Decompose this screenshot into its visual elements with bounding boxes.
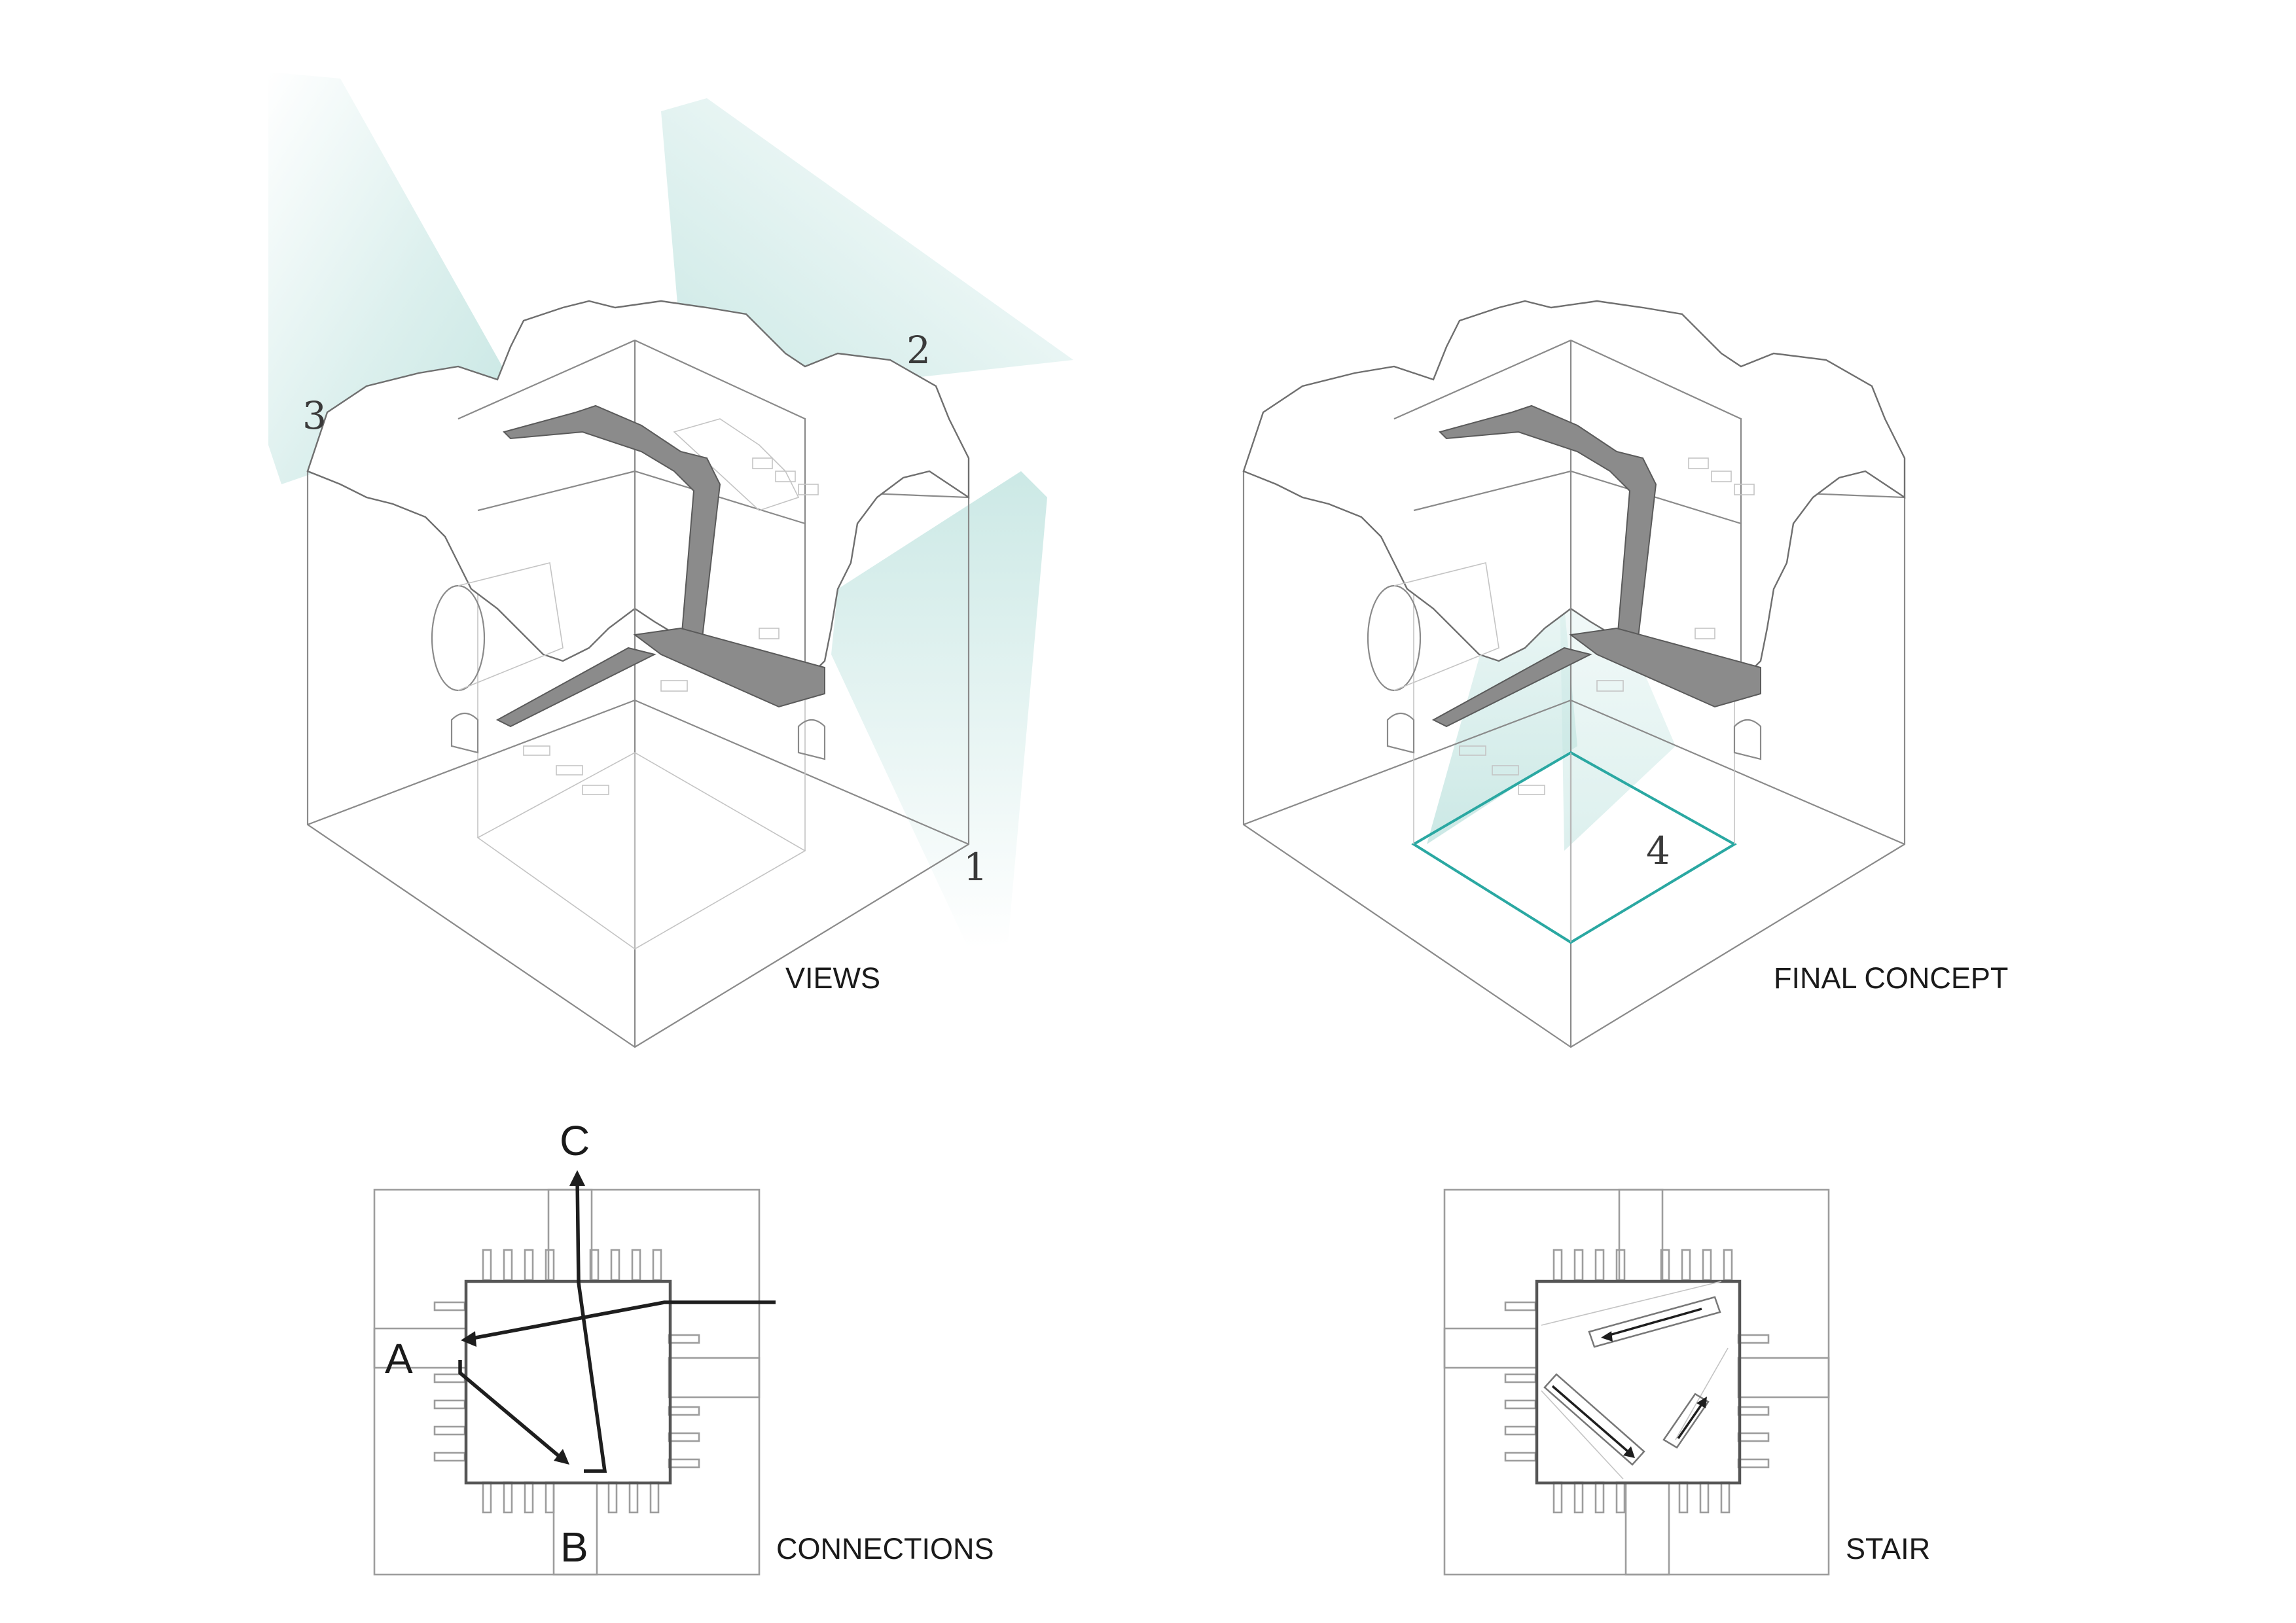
view-number-1: 1 bbox=[963, 845, 988, 889]
connections-plan: A B C CONNECTIONS bbox=[373, 1117, 994, 1576]
arrow-b bbox=[554, 1449, 569, 1465]
path-to-c bbox=[575, 1177, 607, 1473]
view-number-2: 2 bbox=[906, 328, 931, 372]
views-label: VIEWS bbox=[785, 961, 880, 995]
connection-a: A bbox=[385, 1335, 413, 1382]
stair-label: STAIR bbox=[1846, 1532, 1930, 1565]
final-concept-axonometric: 4 FINAL CONCEPT bbox=[1242, 300, 2008, 1048]
stair-flight-right bbox=[1662, 1393, 1710, 1449]
view-number-4: 4 bbox=[1646, 829, 1670, 873]
path-to-b bbox=[458, 1360, 564, 1461]
connection-c: C bbox=[560, 1117, 590, 1164]
arrow-c bbox=[569, 1170, 585, 1186]
stair-plan: STAIR bbox=[1443, 1188, 1930, 1576]
view-number-3: 3 bbox=[302, 393, 327, 438]
views-axonometric: 3 2 1 VIEWS bbox=[268, 72, 1073, 1048]
path-to-a bbox=[468, 1300, 776, 1341]
arrow-a bbox=[461, 1331, 476, 1347]
lower-stair bbox=[495, 647, 656, 728]
connection-b: B bbox=[560, 1524, 588, 1571]
view-cone-1 bbox=[831, 471, 1047, 949]
final-concept-label: FINAL CONCEPT bbox=[1774, 961, 2008, 995]
stair-flight-upper bbox=[1588, 1296, 1721, 1348]
connections-label: CONNECTIONS bbox=[776, 1532, 994, 1565]
stair-flight-left bbox=[1543, 1373, 1645, 1466]
landing bbox=[633, 627, 825, 708]
